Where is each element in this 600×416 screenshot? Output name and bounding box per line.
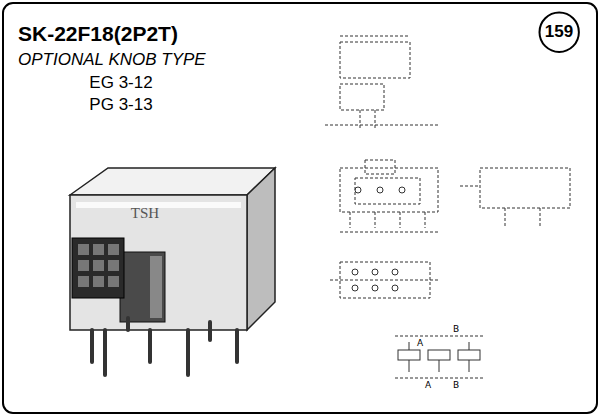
brand-mark: TSH — [131, 205, 159, 222]
terminal-label: A — [425, 380, 431, 390]
title: SK-22F18(2P2T) — [18, 22, 178, 46]
catalog-ref: EG 3-12 — [89, 73, 152, 93]
terminal-label: B — [453, 380, 459, 390]
page-number-circle: 159 — [538, 11, 580, 53]
terminal-label: B — [453, 324, 459, 334]
page-number: 159 — [545, 22, 573, 42]
subtitle: OPTIONAL KNOB TYPE — [18, 50, 206, 70]
catalog-ref: PG 3-13 — [89, 95, 152, 115]
terminal-label: A — [417, 338, 423, 348]
